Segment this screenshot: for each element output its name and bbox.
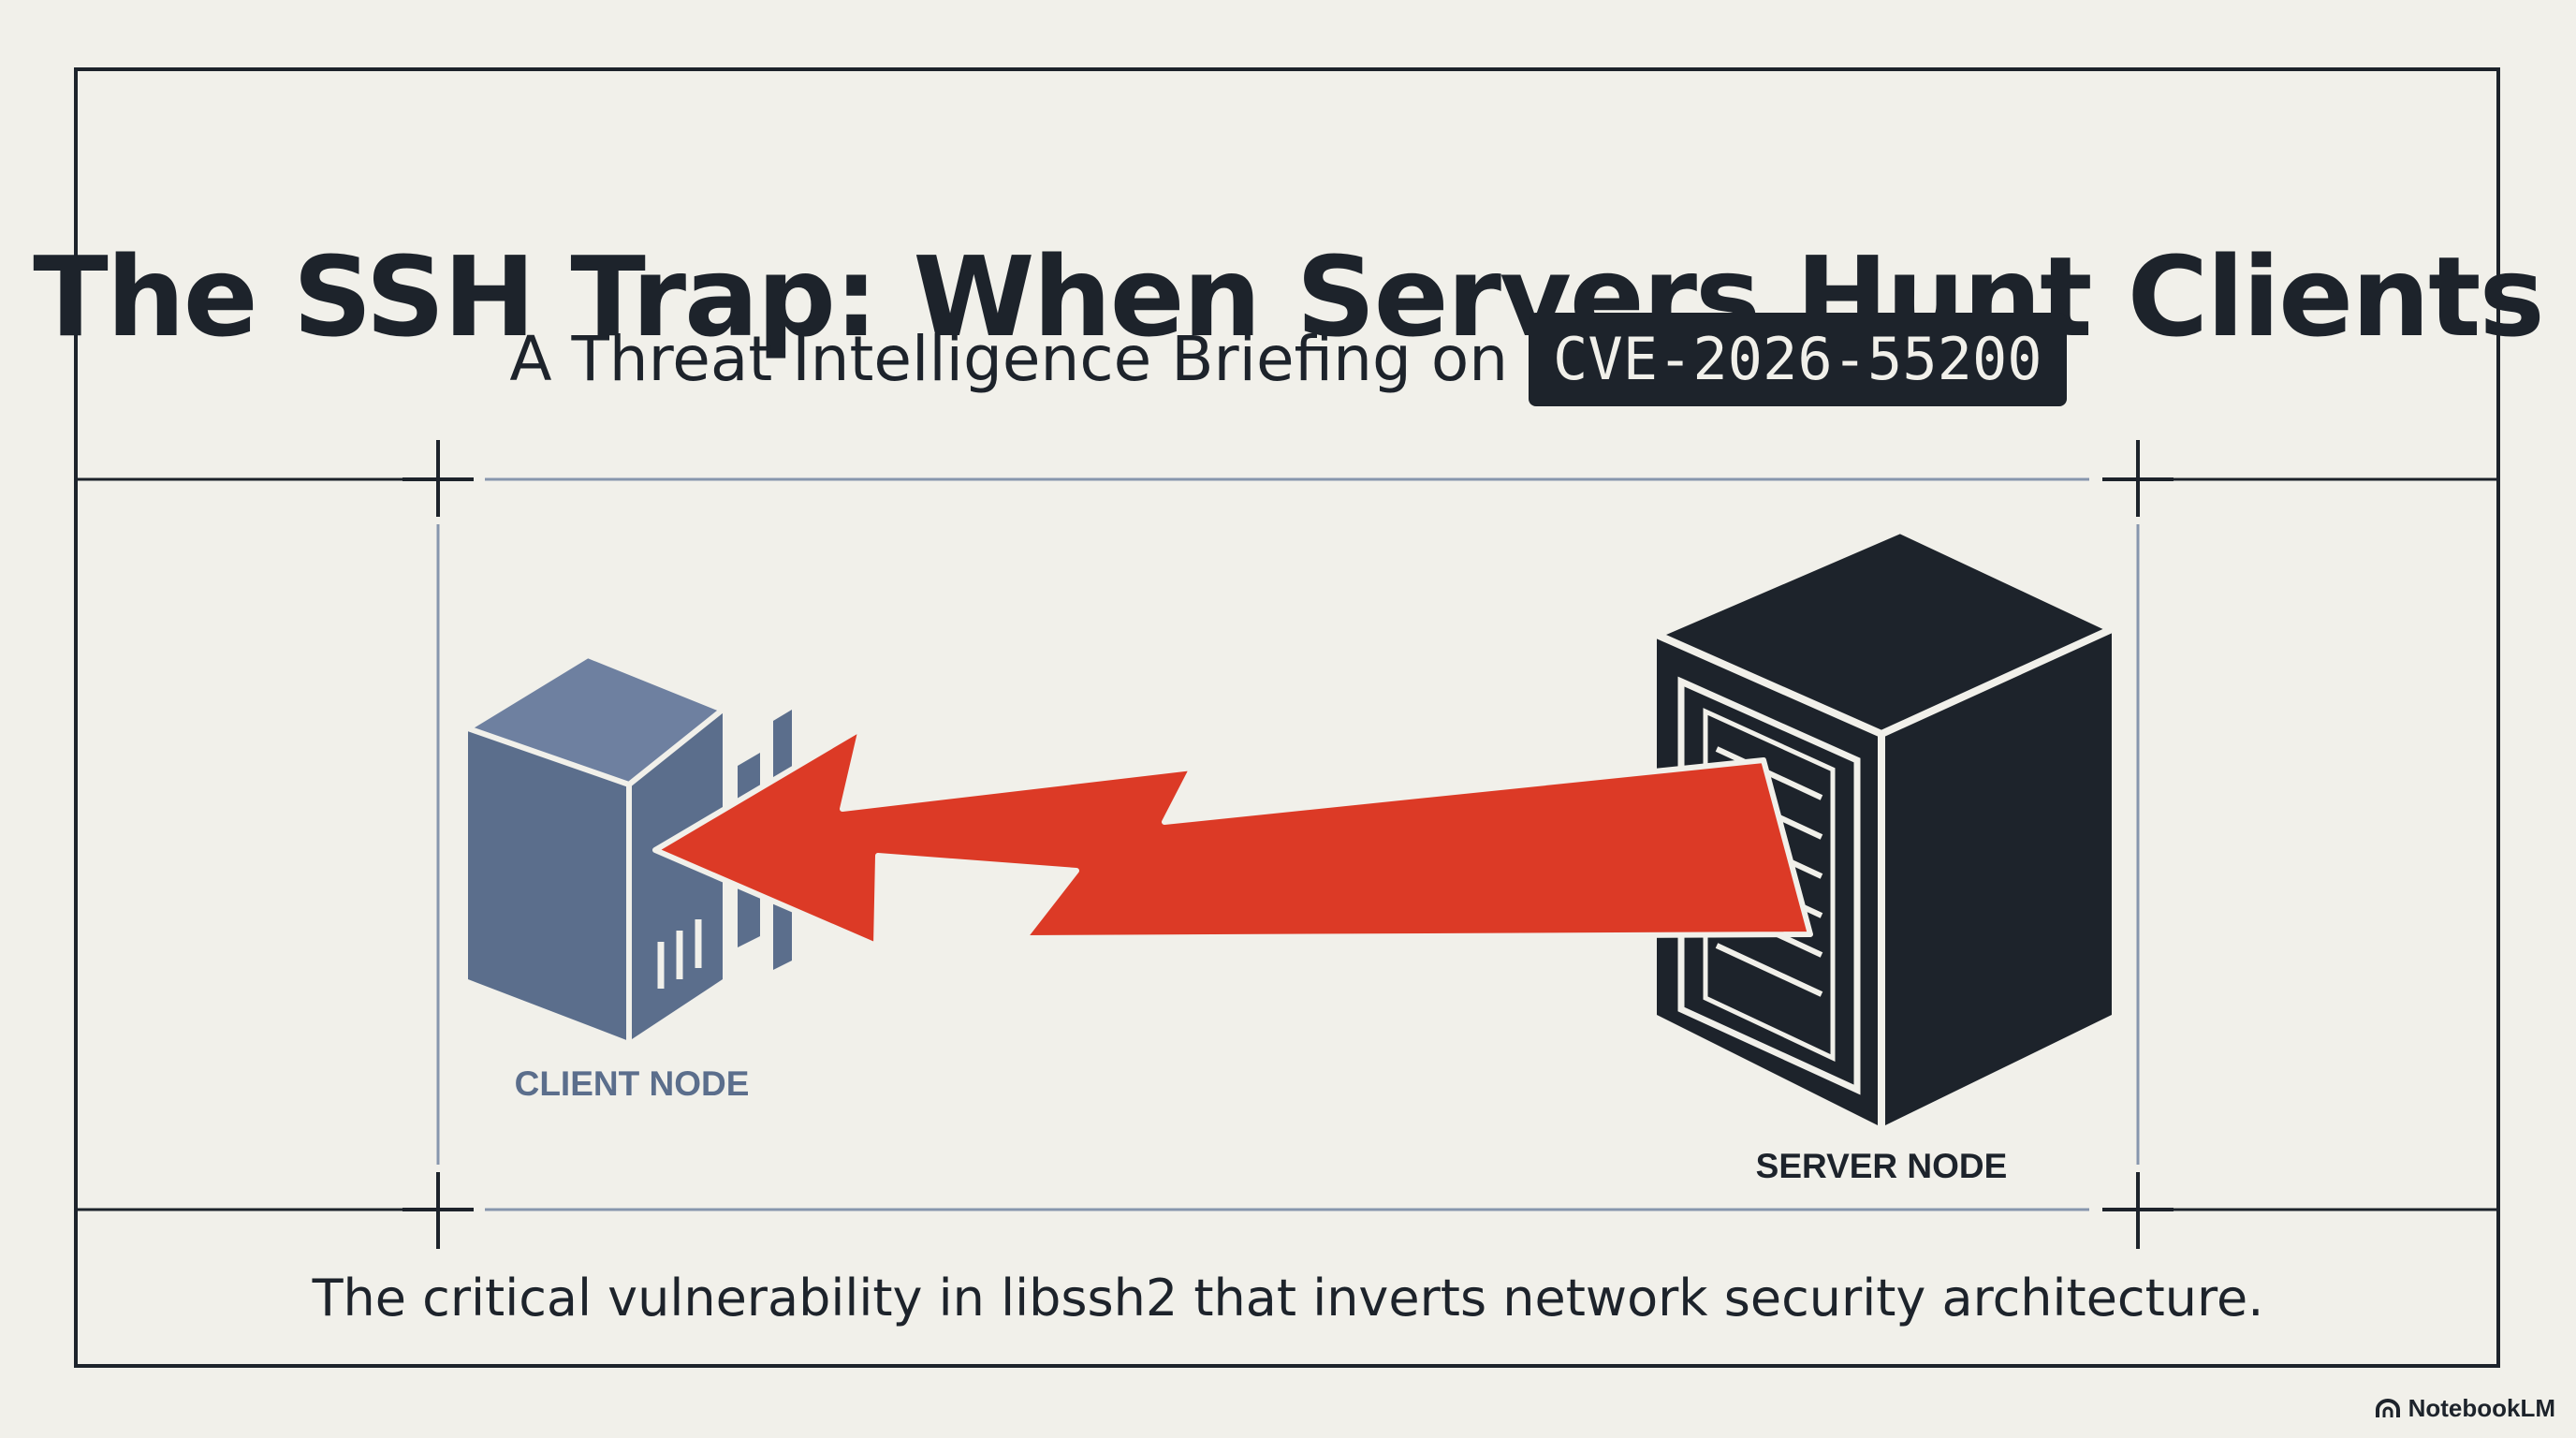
client-node-label: CLIENT NODE (514, 1064, 750, 1103)
subtitle: A Threat Intelligence Briefing on CVE-20… (0, 313, 2576, 406)
guide-box (436, 477, 2140, 1211)
watermark-label: NotebookLM (2408, 1394, 2555, 1422)
notebooklm-watermark: NotebookLM (2375, 1394, 2555, 1423)
notebooklm-logo-icon (2375, 1398, 2400, 1417)
attack-arrow (652, 726, 1813, 948)
server-node-label: SERVER NODE (1755, 1147, 2008, 1185)
cve-badge: CVE-2026-55200 (1529, 313, 2067, 406)
subtitle-text: A Threat Intelligence Briefing on (509, 323, 1509, 395)
outer-frame (74, 67, 2500, 1368)
caption: The critical vulnerability in libssh2 th… (312, 1269, 2264, 1328)
page-title: The SSH Trap: When Servers Hunt Clients (33, 232, 2545, 362)
corner-crosshairs (402, 440, 2174, 1249)
